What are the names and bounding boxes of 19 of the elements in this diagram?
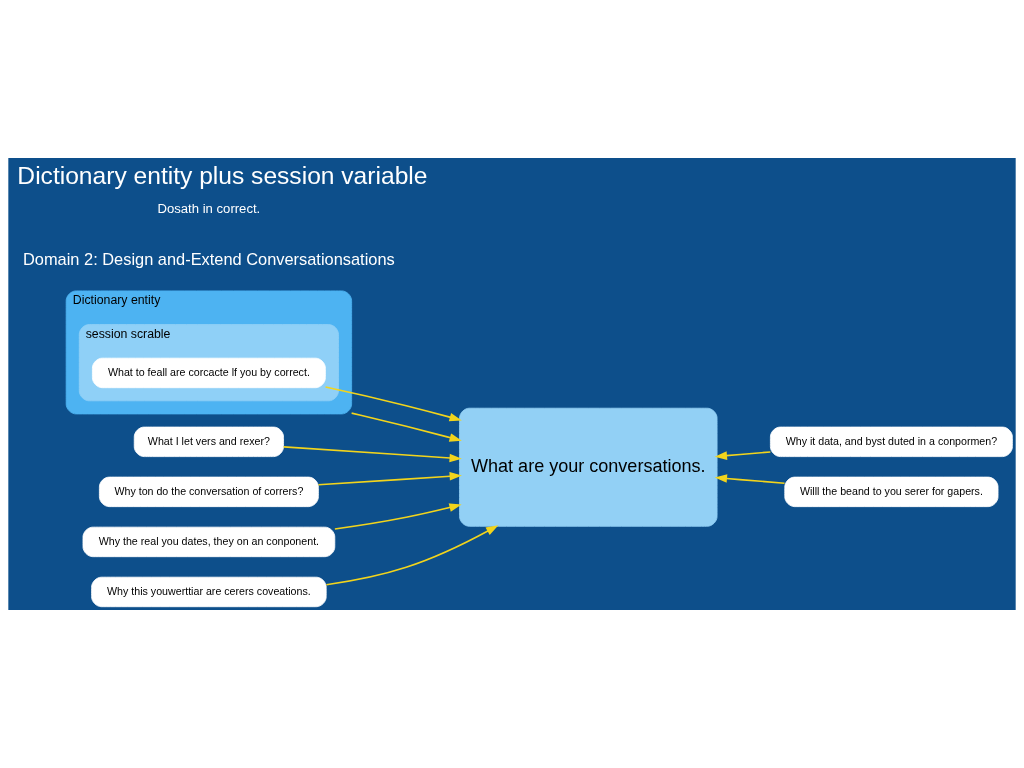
arrow <box>334 503 462 530</box>
node-box: What to feall are corcacte lf you by correct. <box>92 357 326 389</box>
node-box: Why it data, and byst duted in a conpormen? <box>770 426 1013 457</box>
label: Domain 2: Design and-Extend Conversationsations <box>23 250 395 269</box>
arrow <box>714 474 786 485</box>
arrow <box>325 525 499 586</box>
node-box: What are your conversations. <box>459 407 718 527</box>
label: Dosath in correct. <box>157 200 261 216</box>
node-box: What I let vers and rexer? <box>133 426 284 457</box>
arrow <box>282 446 462 463</box>
node-box: Willl the beand to you serer for gapers. <box>784 476 999 508</box>
arrow <box>714 451 772 460</box>
arrow <box>350 412 462 442</box>
arrow <box>324 386 462 422</box>
node-box: Why the real you dates, they on an conponent. <box>82 526 336 558</box>
node-box: Why ton do the conversation of corrers? <box>98 476 319 508</box>
diagram-title: Dictionary entity plus session variable <box>17 162 428 190</box>
arrow <box>317 471 462 486</box>
node-box: Why this youwerttiar are cerers coveations. <box>91 576 327 608</box>
